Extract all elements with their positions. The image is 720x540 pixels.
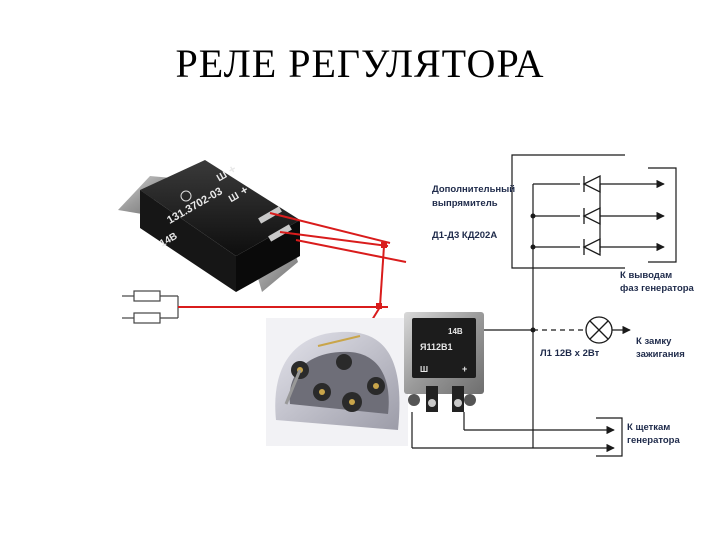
resistor-icon — [122, 290, 179, 324]
label-ignition-1: К замку — [636, 336, 672, 347]
old-relay-regulator: 131.3702-03 14В Ш + Ш + — [118, 160, 300, 292]
label-ignition-2: зажигания — [636, 349, 685, 360]
old-relay-logo-icon — [180, 190, 192, 202]
label-phase-2: фаз генератора — [620, 283, 695, 294]
diode-icon — [582, 174, 601, 257]
lamp-icon — [585, 316, 613, 344]
new-relay-terminal-1: Ш — [420, 365, 428, 374]
slide-title: РЕЛЕ РЕГУЛЯТОРА — [175, 41, 545, 86]
label-lamp: Л1 12В х 2Вт — [540, 348, 600, 359]
rectifier-bridge-photo — [266, 318, 408, 446]
junction-dot — [376, 303, 382, 309]
label-diodes: Д1-Д3 КД202А — [432, 230, 497, 241]
old-relay-terminal-3: Ш — [227, 191, 241, 206]
new-relay-model-text: Я112В1 — [420, 342, 453, 352]
red-wires — [178, 212, 407, 321]
junction-dot — [530, 213, 536, 333]
label-phase-1: К выводам — [620, 270, 672, 281]
new-relay-terminal-2: + — [462, 364, 467, 374]
old-relay-terminal-1: Ш — [215, 170, 229, 185]
junction-dot — [381, 242, 387, 248]
label-brush-1: К щеткам — [627, 422, 670, 433]
label-brush-2: генератора — [627, 435, 680, 446]
new-relay-regulator: 14В Я112В1 Ш + — [404, 312, 484, 412]
label-extra-rectifier-1: Дополнительный — [432, 184, 515, 195]
label-extra-rectifier-2: выпрямитель — [432, 198, 498, 209]
new-relay-volt-text: 14В — [448, 327, 463, 336]
